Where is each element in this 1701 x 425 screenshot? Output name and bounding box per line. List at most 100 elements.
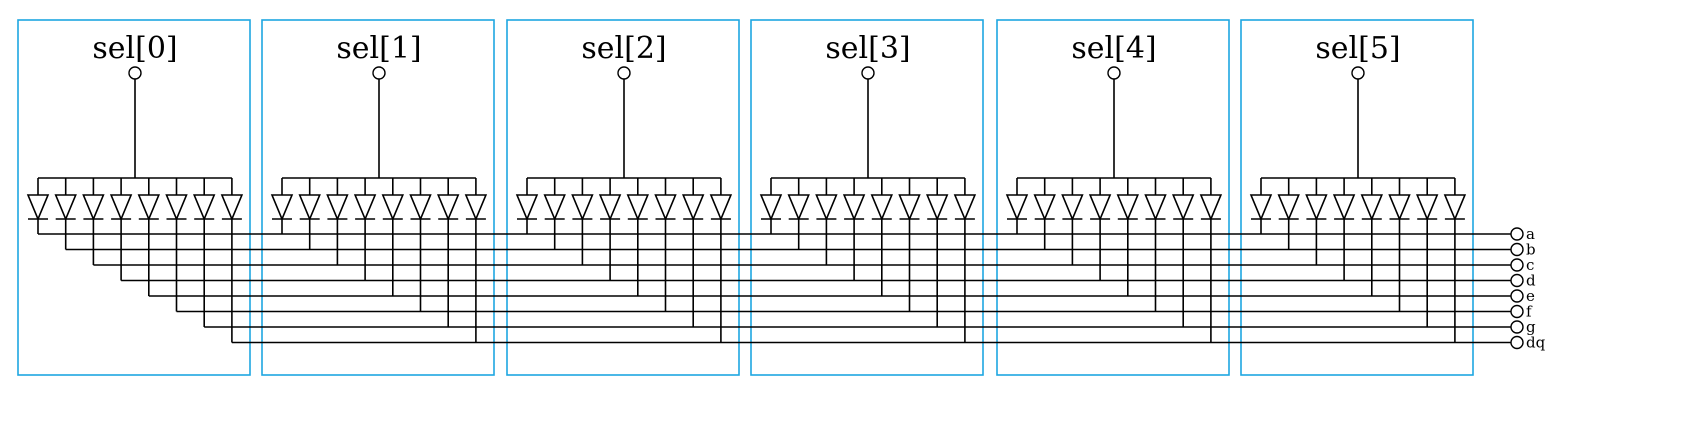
diode-e [870,194,893,222]
diode-triangle [1249,194,1273,222]
diode-triangle [787,194,810,222]
diode-c [571,194,594,222]
diode-dq [464,194,488,222]
diode-triangle [54,194,77,222]
diode-d [353,194,377,222]
diode-e [381,194,404,222]
diode-triangle [515,194,539,222]
diode-c [1305,194,1328,222]
digit-boxes [17,19,1474,376]
diode-triangle [870,194,893,222]
diode-triangle [926,194,949,222]
diode-a [270,194,294,222]
diode-a [759,194,783,222]
diode-triangle [571,194,594,222]
diode-g [437,194,460,222]
diode-dq [1443,194,1467,222]
diode-f [409,194,432,222]
diode-triangle [82,194,105,222]
diode-b [54,194,77,222]
select-terminal [1351,66,1365,80]
segment-terminal-b [1510,242,1524,257]
diode-triangle [437,194,460,222]
digit-box [17,19,251,376]
diode-triangle [543,194,566,222]
segment-label-b: b [1526,241,1536,259]
diode-triangle [654,194,677,222]
terminals [128,66,1524,350]
digit-box [1240,19,1474,376]
labels: sel[0]sel[1]sel[2]sel[3]sel[4]sel[5]abcd… [92,31,1545,352]
digit-group-3 [750,19,984,376]
diode-triangle [842,194,866,222]
diode-triangle [598,194,622,222]
diode-triangle [409,194,432,222]
diode-dq [709,194,733,222]
diode-a [515,194,539,222]
diode-triangle [220,194,244,222]
digit-box [996,19,1230,376]
segment-terminal-c [1510,258,1524,272]
diode-c [1061,194,1084,222]
diode-triangle [1171,194,1195,222]
diode-c [82,194,105,222]
diode-dq [1199,194,1223,222]
select-terminal [128,66,142,80]
segment-label-a: a [1526,225,1535,243]
diode-e [137,194,161,222]
diode-g [926,194,949,222]
diode-c [326,194,349,222]
diode-triangle [192,194,216,222]
segment-terminal-a [1510,227,1524,241]
diode-triangle [1332,194,1356,222]
digit-group-5 [1240,19,1474,376]
diode-f [654,194,677,222]
select-terminal [372,66,386,80]
diode-triangle [759,194,783,222]
segment-terminal-e [1510,289,1524,303]
diode-d [1088,194,1112,222]
diode-a [26,194,50,222]
diode-e [1116,194,1140,222]
digit-label: sel[3] [825,31,910,66]
digit-group-4 [996,19,1230,376]
diode-triangle [1061,194,1084,222]
diode-triangle [898,194,921,222]
segment-terminal-dq [1510,335,1524,350]
digit-group-2 [506,19,740,376]
diode-g [1415,194,1439,222]
select-terminal [861,66,875,80]
diode-b [543,194,566,222]
diode-d [109,194,133,222]
diode-triangle [1005,194,1029,222]
diode-b [1033,194,1056,222]
segment-terminal-f [1510,304,1524,319]
diode-d [842,194,866,222]
diode-triangle [1277,194,1300,222]
diode-triangle [1116,194,1140,222]
segment-label-c: c [1526,256,1534,274]
diode-triangle [953,194,977,222]
diode-d [598,194,622,222]
diode-triangle [1360,194,1384,222]
diode-triangle [709,194,733,222]
diode-triangle [1033,194,1056,222]
diode-d [1332,194,1356,222]
diode-triangle [165,194,188,222]
diode-e [1360,194,1384,222]
digit-label: sel[5] [1315,31,1400,66]
segment-label-e: e [1526,287,1535,305]
digit-box [261,19,495,376]
diode-g [192,194,216,222]
diode-triangle [137,194,161,222]
diode-a [1249,194,1273,222]
diode-e [626,194,649,222]
wiring [37,79,1511,344]
select-terminal [617,66,631,80]
diode-a [1005,194,1029,222]
diode-b [1277,194,1300,222]
digit-label: sel[1] [336,31,421,66]
diode-triangle [815,194,838,222]
diode-triangle [1199,194,1223,222]
diode-triangle [1443,194,1467,222]
